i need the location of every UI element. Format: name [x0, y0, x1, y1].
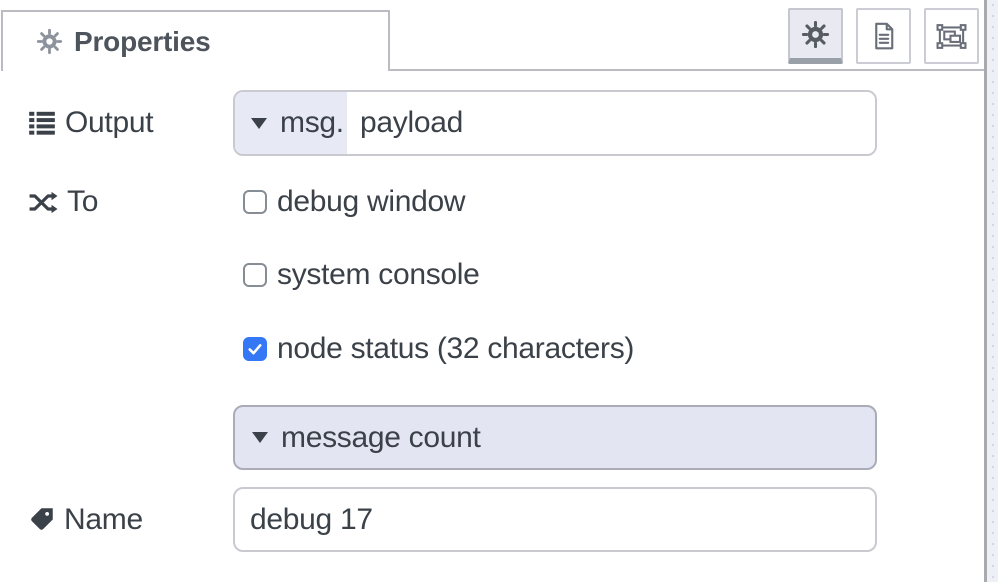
debug-window-checkbox-row[interactable]: debug window — [243, 185, 466, 218]
name-input[interactable] — [233, 487, 877, 552]
name-label-text: Name — [64, 502, 143, 536]
object-group-icon — [936, 21, 967, 52]
node-status-checkbox-row[interactable]: node status (32 characters) — [243, 332, 635, 365]
typed-input-type-button[interactable]: msg. — [235, 92, 347, 154]
chevron-down-icon — [252, 432, 268, 443]
output-property-input[interactable] — [347, 92, 875, 154]
tab-underline — [390, 69, 986, 71]
chevron-down-icon — [251, 117, 267, 129]
gear-icon — [36, 28, 63, 55]
output-label-text: Output — [65, 106, 154, 139]
output-typed-input[interactable]: msg. — [233, 90, 877, 156]
typed-input-type-label: msg. — [280, 106, 344, 139]
status-type-dropdown[interactable]: message count — [233, 405, 877, 470]
check-icon — [248, 344, 262, 355]
document-icon — [869, 21, 899, 51]
description-tab-button[interactable] — [856, 8, 911, 64]
debug-window-label: debug window — [277, 185, 466, 218]
to-label: To — [28, 185, 99, 218]
tab-properties[interactable]: Properties — [1, 10, 390, 71]
system-console-checkbox-row[interactable]: system console — [243, 258, 480, 291]
node-status-checkbox[interactable] — [243, 337, 267, 361]
debug-window-checkbox[interactable] — [243, 190, 267, 214]
tab-label: Properties — [74, 25, 211, 57]
shuffle-icon — [28, 188, 58, 217]
properties-tab-button[interactable] — [788, 8, 843, 64]
node-status-label: node status (32 characters) — [277, 332, 635, 365]
name-label: Name — [28, 487, 143, 552]
system-console-label: system console — [277, 258, 480, 291]
tag-icon — [28, 506, 55, 533]
workspace-edge — [987, 0, 998, 582]
output-label: Output — [28, 90, 154, 156]
list-icon — [28, 109, 56, 137]
appearance-tab-button[interactable] — [924, 8, 979, 64]
gear-icon — [801, 20, 830, 49]
status-type-value: message count — [281, 420, 481, 454]
to-label-text: To — [67, 185, 99, 218]
system-console-checkbox[interactable] — [243, 263, 267, 287]
edit-dialog-toolbar — [788, 8, 979, 64]
panel-right-border — [984, 0, 987, 582]
